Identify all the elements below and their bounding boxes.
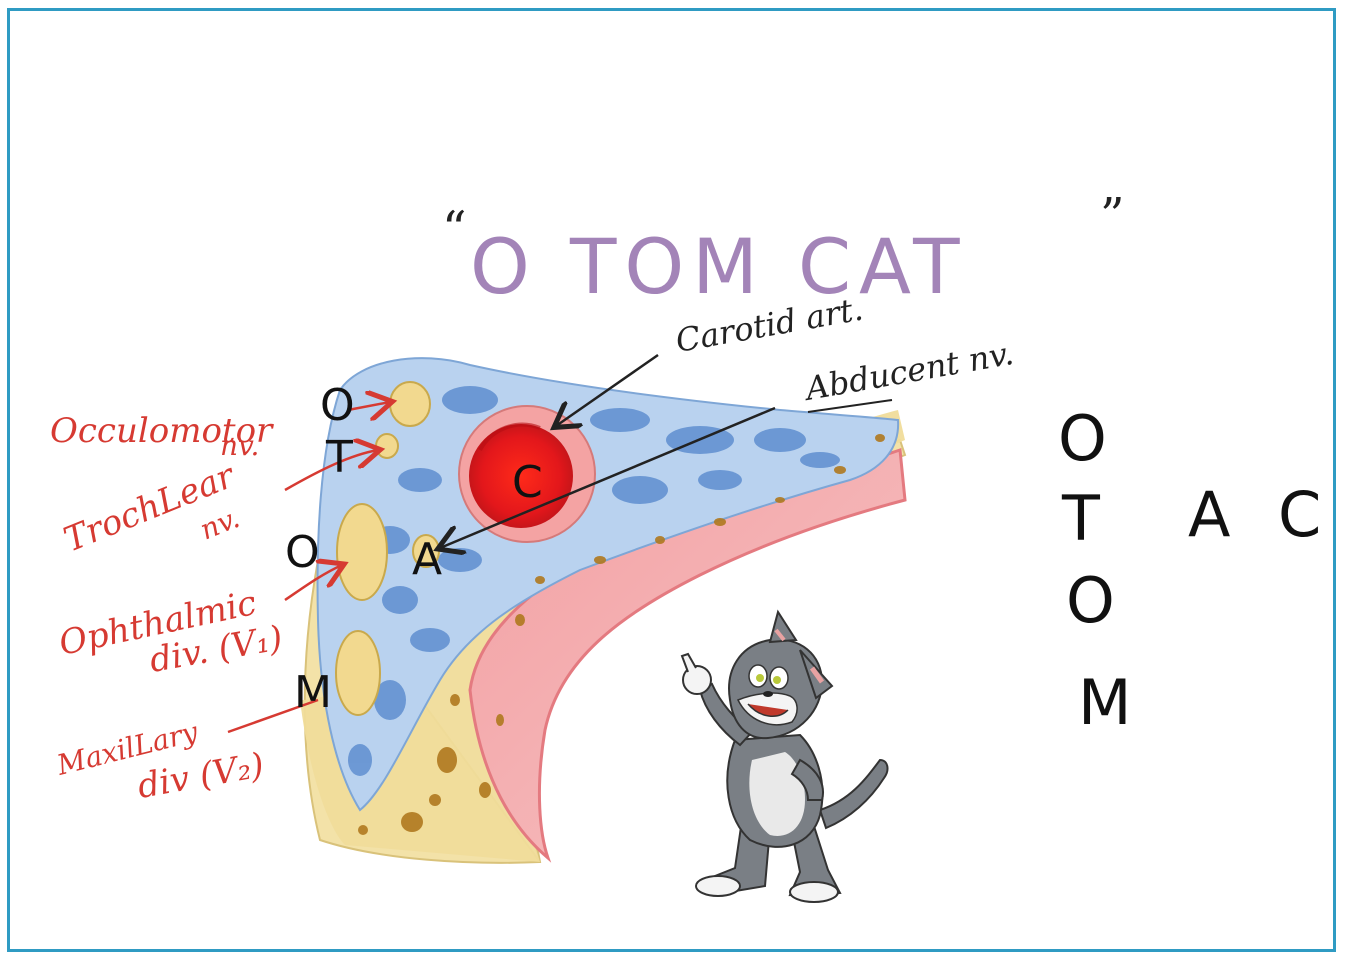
mnemonic-letters: O T O M A C: [1058, 402, 1321, 739]
label-ophthalmic: Ophthalmic div. (V₁): [56, 583, 286, 681]
ophthalmic-nerve: [337, 504, 387, 600]
letter-m-maxillary: M: [294, 667, 332, 718]
mnemonic-m: M: [1078, 666, 1132, 739]
title-group: “ O TOM CAT ”: [442, 188, 1125, 311]
oculomotor-nerve: [390, 382, 430, 426]
mnemonic-a: A: [1188, 478, 1230, 551]
mnemonic-t: T: [1061, 482, 1101, 555]
cartoon-cat-icon: [682, 612, 887, 902]
letter-a-abducent: A: [412, 534, 442, 585]
label-oculomotor: Occulomotor nv.: [50, 411, 274, 462]
mnemonic-o-2: O: [1066, 564, 1115, 637]
page-title: O TOM CAT: [470, 222, 968, 311]
letter-t-trochlear: T: [325, 432, 353, 483]
letter-c-carotid: C: [512, 457, 543, 508]
maxillary-nerve: [336, 631, 380, 715]
mnemonic-c: C: [1278, 478, 1321, 551]
trochlear-nerve: [376, 434, 398, 458]
label-abducent: Abducent nv.: [800, 334, 1017, 408]
label-trochlear: TrochLear nv.: [58, 455, 244, 560]
mnemonic-o-1: O: [1058, 402, 1107, 475]
letter-o-oculomotor: O: [320, 380, 355, 431]
svg-text:nv.: nv.: [220, 429, 259, 462]
letter-o-ophthalmic: O: [285, 527, 320, 578]
open-quote: “: [442, 201, 467, 257]
close-quote: ”: [1100, 188, 1125, 244]
